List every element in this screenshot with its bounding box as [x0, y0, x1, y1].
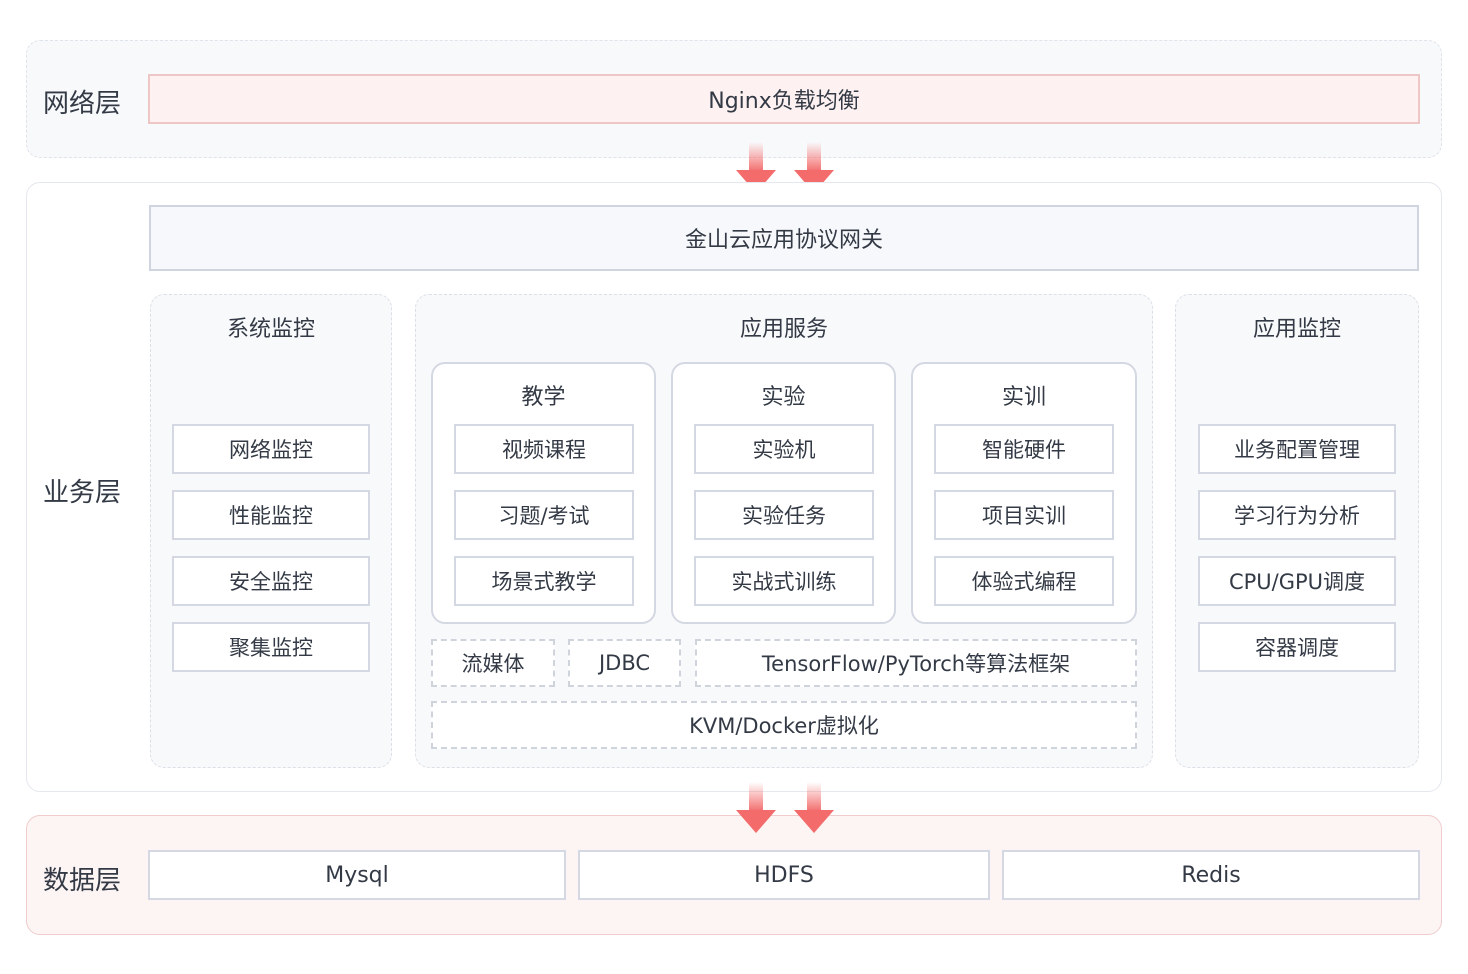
teaching-item: 场景式教学 — [454, 556, 634, 606]
teaching-item: 视频课程 — [454, 424, 634, 474]
app-monitor-item: 容器调度 — [1198, 622, 1396, 672]
nginx-load-balancer: Nginx负载均衡 — [148, 74, 1420, 124]
data-layer-label: 数据层 — [43, 866, 122, 896]
app-monitor-item: 业务配置管理 — [1198, 424, 1396, 474]
system-monitor-item: 网络监控 — [172, 424, 370, 474]
mysql-store: Mysql — [148, 850, 566, 900]
app-service-title: 应用服务 — [739, 317, 828, 342]
teaching-item: 习题/考试 — [454, 490, 634, 540]
redis-store: Redis — [1002, 850, 1420, 900]
jdbc-box: JDBC — [568, 639, 681, 687]
experiment-item: 实验机 — [694, 424, 874, 474]
app-monitor-item: CPU/GPU调度 — [1198, 556, 1396, 606]
business-layer-label: 业务层 — [43, 478, 122, 508]
hdfs-store: HDFS — [578, 850, 990, 900]
training-item: 项目实训 — [934, 490, 1114, 540]
arrow-down-icon — [794, 142, 834, 193]
app-monitor-item: 学习行为分析 — [1198, 490, 1396, 540]
system-monitor-item: 安全监控 — [172, 556, 370, 606]
training-item: 智能硬件 — [934, 424, 1114, 474]
ml-framework-box: TensorFlow/PyTorch等算法框架 — [695, 639, 1137, 687]
experiment-item: 实验任务 — [694, 490, 874, 540]
app-monitor-title: 应用监控 — [1252, 317, 1341, 342]
virtualization-box: KVM/Docker虚拟化 — [431, 701, 1137, 749]
training-item: 体验式编程 — [934, 556, 1114, 606]
teaching-group-title: 教学 — [521, 385, 566, 410]
system-monitor-title: 系统监控 — [226, 317, 315, 342]
system-monitor-item: 聚集监控 — [172, 622, 370, 672]
streaming-media-box: 流媒体 — [431, 639, 555, 687]
system-monitor-item: 性能监控 — [172, 490, 370, 540]
arrow-down-icon — [794, 782, 834, 833]
experiment-item: 实战式训练 — [694, 556, 874, 606]
protocol-gateway: 金山云应用协议网关 — [149, 205, 1419, 271]
network-layer-label: 网络层 — [43, 89, 122, 119]
arrow-down-icon — [736, 142, 776, 193]
experiment-group-title: 实验 — [761, 385, 806, 410]
training-group-title: 实训 — [1001, 385, 1046, 410]
arrow-down-icon — [736, 782, 776, 833]
